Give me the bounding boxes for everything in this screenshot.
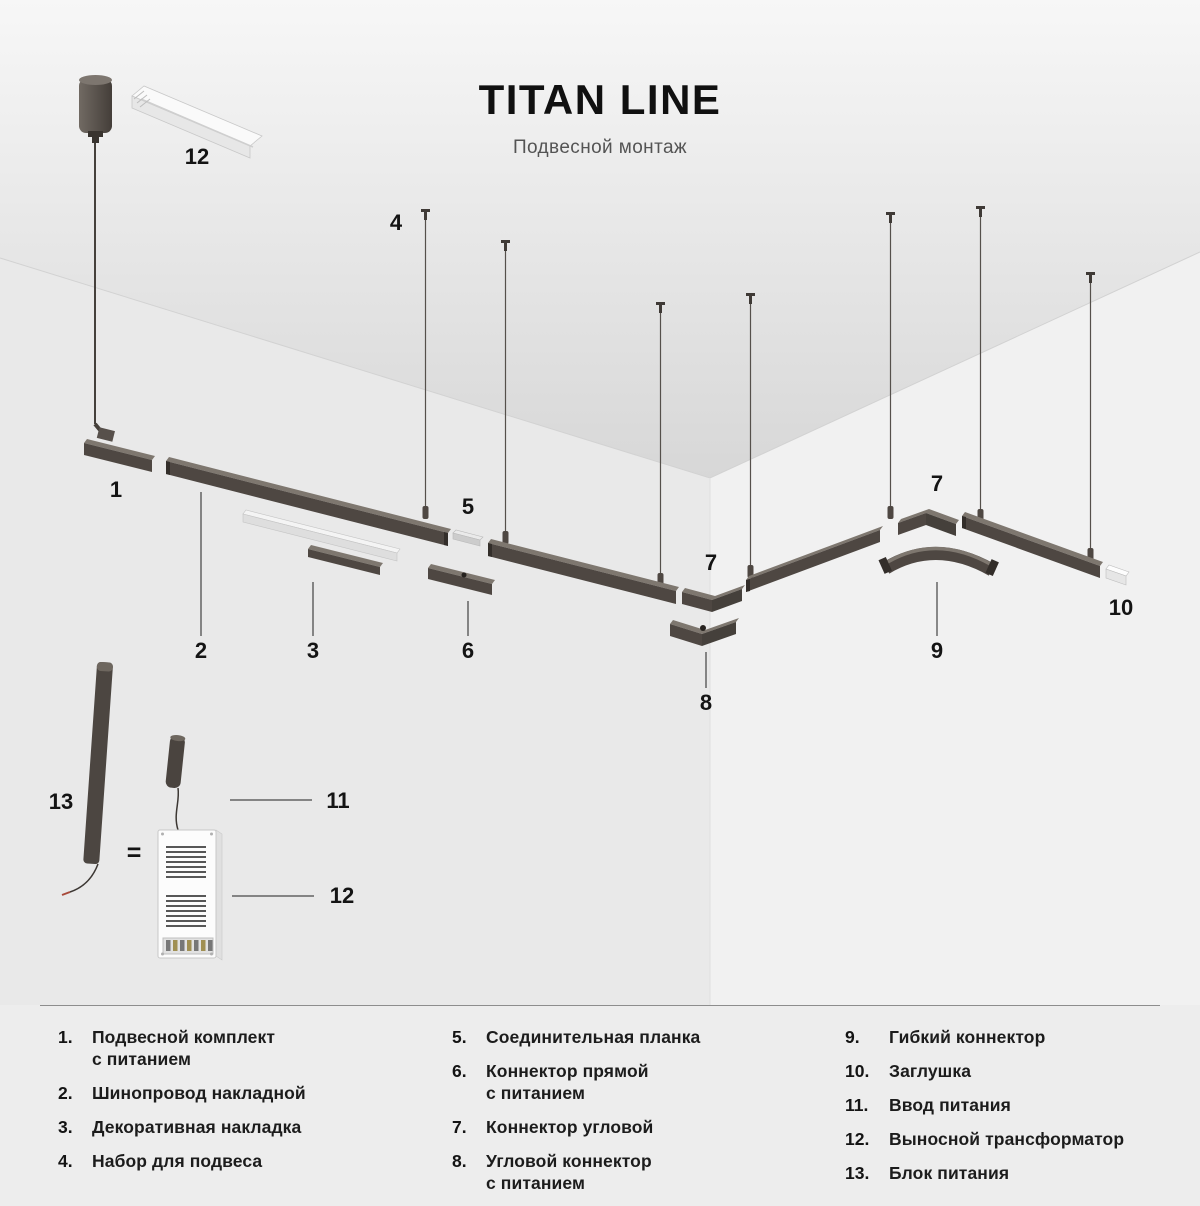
callout-lines [200, 492, 938, 897]
legend-item-label: Коннектор прямой с питанием [486, 1061, 649, 1103]
legend-column-3: 9. Гибкий коннектор 10. Заглушка 11. Вво… [845, 1026, 1200, 1196]
legend-item-5: 5. Соединительная планка [452, 1026, 812, 1048]
legend-item-label: Заглушка [889, 1061, 972, 1081]
legend-item-number: 9. [845, 1027, 860, 1047]
equals-sign: = [127, 839, 142, 867]
legend-item-9: 9. Гибкий коннектор [845, 1026, 1200, 1048]
legend-item-label: Гибкий коннектор [889, 1027, 1046, 1047]
suspension-wire [746, 293, 755, 578]
legend-item-2: 2. Шинопровод накладной [58, 1082, 418, 1104]
callout-2: 2 [195, 638, 207, 663]
callout-6: 6 [462, 638, 474, 663]
callout-4: 4 [390, 210, 403, 235]
callout-8: 8 [700, 690, 712, 715]
straight-connector-powered [428, 564, 495, 595]
power-input-cylinder [165, 734, 186, 788]
track-feed-segment [84, 427, 155, 472]
callout-3: 3 [307, 638, 319, 663]
room-wall-left [0, 258, 710, 1005]
transformer-vents-bottom [166, 895, 206, 927]
track-segment [488, 539, 679, 604]
legend-item-number: 5. [452, 1027, 467, 1047]
legend-item-number: 2. [58, 1083, 73, 1103]
installation-diagram: 12 4 1 5 2 3 6 7 8 7 9 10 13 11 12 = [0, 0, 1200, 1005]
legend-item-number: 12. [845, 1129, 870, 1149]
legend-item-label: Выносной трансформатор [889, 1129, 1125, 1149]
legend-item-7: 7. Коннектор угловой [452, 1116, 812, 1138]
legend-item-10: 10. Заглушка [845, 1060, 1200, 1082]
legend-item-number: 11. [845, 1095, 869, 1115]
power-supply-bar-cable [69, 863, 99, 893]
legend-item-number: 7. [452, 1117, 467, 1137]
legend-item-label: Шинопровод накладной [92, 1083, 306, 1103]
legend-item-label: Блок питания [889, 1163, 1010, 1183]
suspension-wire [421, 209, 430, 519]
legend-column-2: 5. Соединительная планка 6. Коннектор пр… [452, 1026, 812, 1206]
legend-item-4: 4. Набор для подвеса [58, 1150, 418, 1172]
power-supply-bar-cable-tip [61, 891, 71, 896]
callout-9: 9 [931, 638, 943, 663]
legend-item-label: Декоративная накладка [92, 1117, 302, 1137]
decorative-cover-strip [308, 545, 383, 575]
callout-10: 10 [1109, 595, 1133, 620]
legend: 1. Подвесной комплект с питанием 2. Шино… [0, 1005, 1200, 1200]
connecting-plate [452, 529, 484, 547]
legend-item-6: 6. Коннектор прямой с питанием [452, 1060, 812, 1104]
legend-item-label: Соединительная планка [486, 1027, 701, 1047]
track-segment-right [746, 526, 883, 592]
callout-1: 1 [110, 477, 122, 502]
callout-5: 5 [462, 494, 474, 519]
callout-13: 13 [49, 789, 73, 814]
page-subtitle: Подвесной монтаж [512, 137, 688, 158]
callout-12-profile: 12 [185, 144, 209, 169]
ceiling-canopy-cylinder [79, 75, 112, 143]
track-segment-far-right [962, 512, 1103, 578]
track-segment-long [166, 457, 451, 546]
callout-12-transformer: 12 [330, 883, 354, 908]
power-supply-bar [83, 661, 113, 865]
legend-item-number: 3. [58, 1117, 73, 1137]
room-wall-right [710, 252, 1200, 1005]
legend-item-8: 8. Угловой коннектор с питанием [452, 1150, 812, 1194]
room [0, 0, 1200, 1005]
legend-item-number: 6. [452, 1061, 467, 1081]
legend-item-number: 4. [58, 1151, 73, 1171]
legend-divider [40, 1005, 1160, 1006]
suspension-wire [501, 240, 510, 544]
corner-connector-right [898, 509, 959, 536]
corner-connector-powered [670, 618, 739, 646]
room-ceiling [0, 0, 1200, 478]
flexible-connector [878, 546, 999, 577]
legend-item-number: 1. [58, 1027, 73, 1047]
legend-item-label: Ввод питания [889, 1095, 1011, 1115]
suspension-wire [886, 212, 895, 519]
end-cap [1105, 564, 1130, 586]
legend-item-13: 13. Блок питания [845, 1162, 1200, 1184]
header: TITAN LINE Подвесной монтаж [0, 76, 1200, 159]
remote-transformer-box [157, 829, 223, 961]
legend-item-number: 8. [452, 1151, 467, 1171]
recessed-profile [131, 85, 263, 159]
legend-item-label: Набор для подвеса [92, 1151, 263, 1171]
callout-11: 11 [326, 788, 349, 813]
callout-labels: 12 4 1 5 2 3 6 7 8 7 9 10 13 11 12 = [49, 144, 1133, 908]
corner-connector [682, 585, 745, 612]
callout-7-right: 7 [931, 471, 943, 496]
legend-item-number: 13. [845, 1163, 870, 1183]
transformer-vents-top [166, 846, 206, 878]
legend-item-3: 3. Декоративная накладка [58, 1116, 418, 1138]
page-title: TITAN LINE [478, 76, 722, 123]
legend-item-1: 1. Подвесной комплект с питанием [58, 1026, 418, 1070]
legend-item-number: 10. [845, 1061, 870, 1081]
power-input-cable [175, 787, 180, 831]
legend-item-label: Подвесной комплект с питанием [92, 1027, 276, 1069]
legend-column-1: 1. Подвесной комплект с питанием 2. Шино… [58, 1026, 418, 1184]
legend-item-label: Коннектор угловой [486, 1117, 654, 1137]
legend-item-label: Угловой коннектор с питанием [486, 1151, 652, 1193]
callout-7-corner: 7 [705, 550, 717, 575]
decorative-cover-profile [242, 509, 401, 562]
legend-item-11: 11. Ввод питания [845, 1094, 1200, 1116]
legend-item-12: 12. Выносной трансформатор [845, 1128, 1200, 1150]
